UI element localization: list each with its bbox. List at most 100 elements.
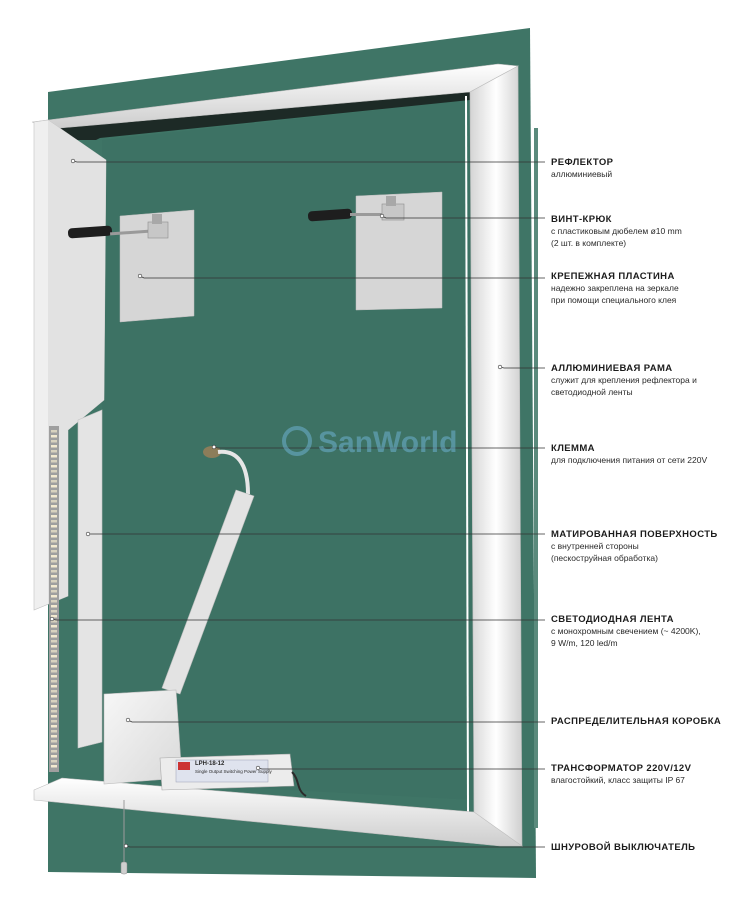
led-chip bbox=[51, 620, 57, 623]
led-chip bbox=[51, 455, 57, 458]
transformer-model-label: LPH-18-12 bbox=[195, 761, 225, 767]
led-chip bbox=[51, 575, 57, 578]
callout-description: для подключения питания от сети 220V bbox=[551, 455, 708, 465]
led-chip bbox=[51, 660, 57, 663]
led-chip bbox=[51, 710, 57, 713]
led-chip bbox=[51, 480, 57, 483]
led-chip bbox=[51, 755, 57, 758]
reflector-lower-strip bbox=[77, 409, 103, 749]
callout-junction-box: РАСПРЕДЕЛИТЕЛЬНАЯ КОРОБКА bbox=[551, 716, 751, 728]
leader-anchor-terminal bbox=[211, 444, 217, 450]
led-chip bbox=[51, 560, 57, 563]
callout-description: (пескоструйная обработка) bbox=[551, 552, 658, 563]
led-chip bbox=[51, 715, 57, 718]
led-chip bbox=[51, 600, 57, 603]
watermark-text: SanWorld bbox=[318, 426, 458, 459]
led-chip bbox=[51, 690, 57, 693]
led-chip bbox=[51, 655, 57, 658]
callout-description: 9 W/m, 120 led/m bbox=[551, 637, 618, 648]
callout-description: влагостойкий, класс защиты IP 67 bbox=[551, 775, 685, 785]
callout-title: СВЕТОДИОДНАЯ ЛЕНТА bbox=[551, 614, 674, 625]
leader-anchor-reflector bbox=[70, 158, 76, 164]
led-chip bbox=[51, 585, 57, 588]
led-chip bbox=[51, 445, 57, 448]
led-chip bbox=[51, 495, 57, 498]
callout-description: светодиодной ленты bbox=[551, 386, 633, 397]
led-chip bbox=[51, 765, 57, 768]
callout-title: МАТИРОВАННАЯ ПОВЕРХНОСТЬ bbox=[551, 529, 718, 540]
led-chip bbox=[51, 640, 57, 643]
led-chip bbox=[51, 670, 57, 673]
led-chip bbox=[51, 550, 57, 553]
led-chip bbox=[51, 460, 57, 463]
callout-description: служит для крепления рефлектора и bbox=[551, 375, 697, 385]
led-chip bbox=[51, 580, 57, 583]
callout-description: аллюминиевый bbox=[551, 169, 613, 179]
cord-switch-pull bbox=[120, 800, 128, 875]
reflector-inner bbox=[48, 120, 106, 604]
led-chip bbox=[51, 605, 57, 608]
led-chip bbox=[51, 720, 57, 723]
led-chip bbox=[51, 450, 57, 453]
leader-anchor-transformer bbox=[255, 765, 261, 771]
led-chip bbox=[51, 615, 57, 618]
leader-anchor-aluminum-frame bbox=[497, 364, 503, 370]
led-chip bbox=[51, 530, 57, 533]
leader-lines bbox=[49, 158, 545, 849]
callout-description: (2 шт. в комплекте) bbox=[551, 237, 627, 248]
led-chip bbox=[51, 490, 57, 493]
led-chip bbox=[51, 760, 57, 763]
led-chip bbox=[51, 740, 57, 743]
frame-bottom-rail bbox=[33, 777, 523, 847]
leader-anchor-mount-plate bbox=[137, 273, 143, 279]
led-chip bbox=[51, 485, 57, 488]
led-chip bbox=[51, 650, 57, 653]
terminal-connector bbox=[203, 446, 250, 495]
led-chip bbox=[51, 555, 57, 558]
callout-title: РАСПРЕДЕЛИТЕЛЬНАЯ КОРОБКА bbox=[551, 716, 722, 727]
led-chip bbox=[51, 695, 57, 698]
callout-description: с монохромным свечением (~ 4200K), bbox=[551, 626, 701, 636]
led-chip bbox=[51, 730, 57, 733]
transformer-body bbox=[159, 753, 307, 797]
callout-description: с внутренней стороны bbox=[551, 541, 639, 551]
led-chip bbox=[51, 565, 57, 568]
callout-title: КРЕПЕЖНАЯ ПЛАСТИНА bbox=[551, 271, 675, 282]
led-chip bbox=[51, 725, 57, 728]
led-chip bbox=[51, 630, 57, 633]
led-chip bbox=[51, 645, 57, 648]
led-chip bbox=[51, 435, 57, 438]
led-chip bbox=[51, 510, 57, 513]
cable-channel bbox=[161, 489, 255, 695]
led-chip bbox=[51, 465, 57, 468]
led-chip bbox=[51, 610, 57, 613]
globe-logo-icon bbox=[282, 426, 312, 456]
leader-anchor-led-strip bbox=[49, 616, 55, 622]
callout-title: ВИНТ-КРЮК bbox=[551, 214, 612, 225]
led-chip bbox=[51, 745, 57, 748]
callout-description: надежно закреплена на зеркале bbox=[551, 283, 679, 293]
led-chip bbox=[51, 675, 57, 678]
mount-plate-right bbox=[355, 191, 443, 311]
led-strip-dots bbox=[51, 430, 57, 768]
leader-anchor-junction-box bbox=[125, 717, 131, 723]
led-chip bbox=[51, 635, 57, 638]
led-chip bbox=[51, 430, 57, 433]
led-chip bbox=[51, 515, 57, 518]
leader-anchor-screw-hook bbox=[379, 213, 385, 219]
transformer-caption-label: Single Output Switching Power Supply bbox=[195, 769, 272, 774]
led-chip bbox=[51, 535, 57, 538]
led-chip bbox=[51, 625, 57, 628]
led-chip bbox=[51, 735, 57, 738]
callout-cord-switch: ШНУРОВОЙ ВЫКЛЮЧАТЕЛЬ bbox=[551, 842, 751, 854]
led-chip bbox=[51, 520, 57, 523]
callout-title: АЛЛЮМИНИЕВАЯ РАМА bbox=[551, 363, 673, 374]
led-chip bbox=[51, 440, 57, 443]
